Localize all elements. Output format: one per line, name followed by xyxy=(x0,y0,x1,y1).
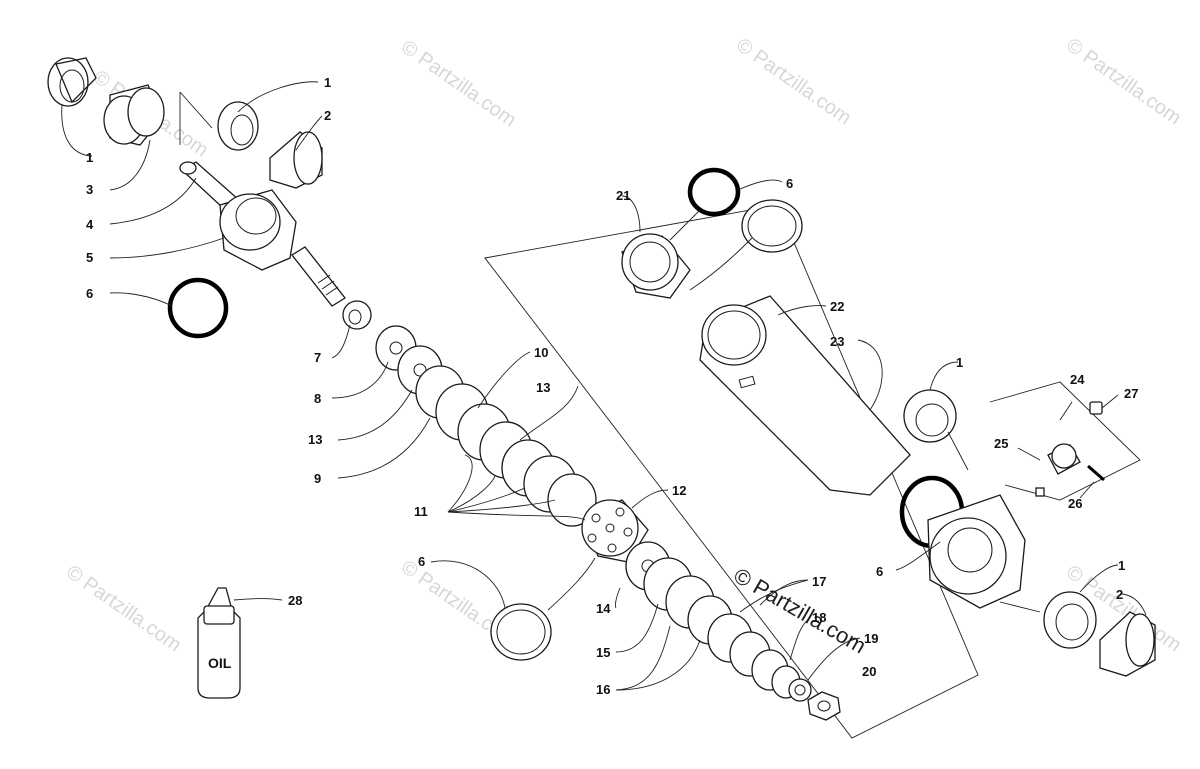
callout-27: 27 xyxy=(1124,386,1138,401)
callout-3: 3 xyxy=(86,182,93,197)
washer-part-7 xyxy=(342,300,372,330)
callout-19: 19 xyxy=(864,631,878,646)
o-ring-part-6-upper xyxy=(687,167,741,217)
callout-2: 2 xyxy=(1116,587,1123,602)
callout-8: 8 xyxy=(314,391,321,406)
callout-22: 22 xyxy=(830,299,844,314)
callout-6: 6 xyxy=(786,176,793,191)
callout-4: 4 xyxy=(86,217,94,232)
wear-rings xyxy=(490,199,803,661)
callout-6: 6 xyxy=(86,286,93,301)
reservoir-assembly-outline xyxy=(484,204,979,739)
bushing-part-1-right xyxy=(903,389,957,443)
callout-2: 2 xyxy=(324,108,331,123)
head-face xyxy=(219,193,281,251)
watermark: © Partzilla.com xyxy=(62,561,185,656)
callout-13: 13 xyxy=(536,380,550,395)
callout-26: 26 xyxy=(1068,496,1082,511)
reservoir-end-part-22 xyxy=(701,304,767,366)
callout-14: 14 xyxy=(596,601,611,616)
washer-part-19 xyxy=(788,678,812,702)
callout-20: 20 xyxy=(862,664,876,679)
callout-1: 1 xyxy=(1118,558,1125,573)
callout-9: 9 xyxy=(314,471,321,486)
nut-part-20 xyxy=(807,691,841,721)
callout-12: 12 xyxy=(672,483,686,498)
threaded-rod xyxy=(291,246,346,307)
bushing-part-1 xyxy=(47,57,97,107)
watermark: © Partzilla.com xyxy=(1062,34,1185,129)
screw-part-27 xyxy=(1089,401,1103,415)
callout-28: 28 xyxy=(288,593,302,608)
reservoir-parts xyxy=(621,233,911,496)
callout-15: 15 xyxy=(596,645,610,660)
callout-6: 6 xyxy=(876,564,883,579)
shim-stack-lower xyxy=(625,541,841,721)
callout-18: 18 xyxy=(812,610,826,625)
shaft-tip xyxy=(179,161,197,175)
leader-lines xyxy=(61,81,1147,691)
valve-seal xyxy=(1035,487,1045,497)
assembly-outlines xyxy=(179,91,1141,739)
callout-11: 11 xyxy=(414,504,428,519)
oil-bottle-part-28: OIL xyxy=(197,587,241,699)
watermark: © Partzilla.com xyxy=(397,36,520,131)
bushing-part-1-lower xyxy=(1043,591,1097,649)
callout-1: 1 xyxy=(324,75,331,90)
callout-6: 6 xyxy=(418,554,425,569)
bracket-line xyxy=(179,91,213,129)
callout-1: 1 xyxy=(86,150,93,165)
shaft-and-head xyxy=(179,161,372,330)
o-ring-part-6 xyxy=(167,277,229,339)
spacer-part-2 xyxy=(269,131,323,189)
sleeve-part-3 xyxy=(103,84,165,146)
band-part-6-upper xyxy=(741,199,803,253)
o-ring-part-26 xyxy=(1087,464,1105,482)
callout-labels: 1 2 1 3 4 5 6 7 8 13 9 10 13 11 12 6 14 … xyxy=(86,75,1138,697)
watermark: © Partzilla.com xyxy=(732,34,855,129)
callout-25: 25 xyxy=(994,436,1008,451)
shim-stack-upper xyxy=(375,325,597,527)
lower-mount-parts xyxy=(903,389,1156,677)
callout-13: 13 xyxy=(308,432,322,447)
piston-part-12 xyxy=(581,499,649,563)
callout-21: 21 xyxy=(616,188,630,203)
bushing-part-1-upper xyxy=(217,101,259,151)
callout-24: 24 xyxy=(1070,372,1085,387)
valve-assembly-outline xyxy=(989,381,1141,501)
upper-mount-parts xyxy=(47,57,323,189)
callout-17: 17 xyxy=(812,574,826,589)
band-part-6-lower xyxy=(490,603,552,661)
oil-bottle-label: OIL xyxy=(208,655,232,671)
callout-23: 23 xyxy=(830,334,844,349)
callout-7: 7 xyxy=(314,350,321,365)
callout-1: 1 xyxy=(956,355,963,370)
callout-16: 16 xyxy=(596,682,610,697)
callout-5: 5 xyxy=(86,250,93,265)
callout-10: 10 xyxy=(534,345,548,360)
